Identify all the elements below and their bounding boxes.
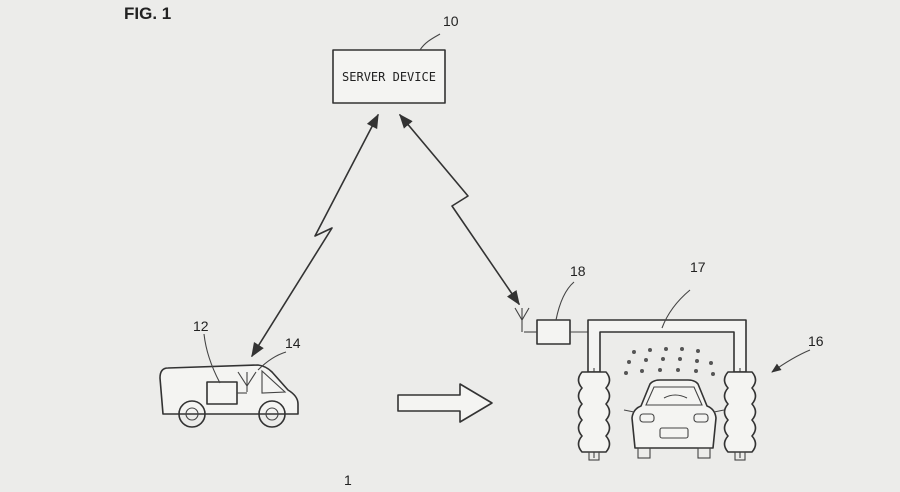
device-ref: 12: [193, 318, 209, 334]
car-wash-antenna-icon: [514, 307, 530, 332]
frame-ref-leader: [661, 289, 691, 329]
car-wash-ref-arrow: [771, 349, 811, 373]
controller: [514, 307, 588, 345]
figure-title: FIG. 1: [124, 4, 171, 23]
vehicle-ref-leader: [257, 351, 287, 371]
car-wash-ref: 16: [808, 333, 824, 349]
wireless-link-vehicle: [251, 113, 379, 358]
server-ref-leader: [419, 33, 441, 51]
server-ref: 10: [443, 13, 459, 29]
right-brush: [723, 368, 757, 461]
system-ref: 1: [344, 472, 352, 487]
car-wash-frame: [587, 319, 747, 373]
car-icon: [623, 379, 725, 459]
water-spray: [624, 347, 715, 376]
van-icon: [159, 364, 299, 428]
device-ref-leader: [203, 333, 221, 384]
server-device-label: SERVER DEVICE: [342, 70, 436, 84]
wireless-link-car-wash: [399, 113, 520, 306]
left-brush: [577, 368, 611, 461]
controller-ref: 18: [570, 263, 586, 279]
hollow-arrow-icon: [397, 383, 493, 423]
server-device: SERVER DEVICE 10: [332, 13, 459, 104]
vehicle-ref: 14: [285, 335, 301, 351]
vehicle-antenna-icon: [237, 371, 257, 392]
controller-ref-leader: [555, 281, 575, 321]
frame-ref: 17: [690, 259, 706, 275]
